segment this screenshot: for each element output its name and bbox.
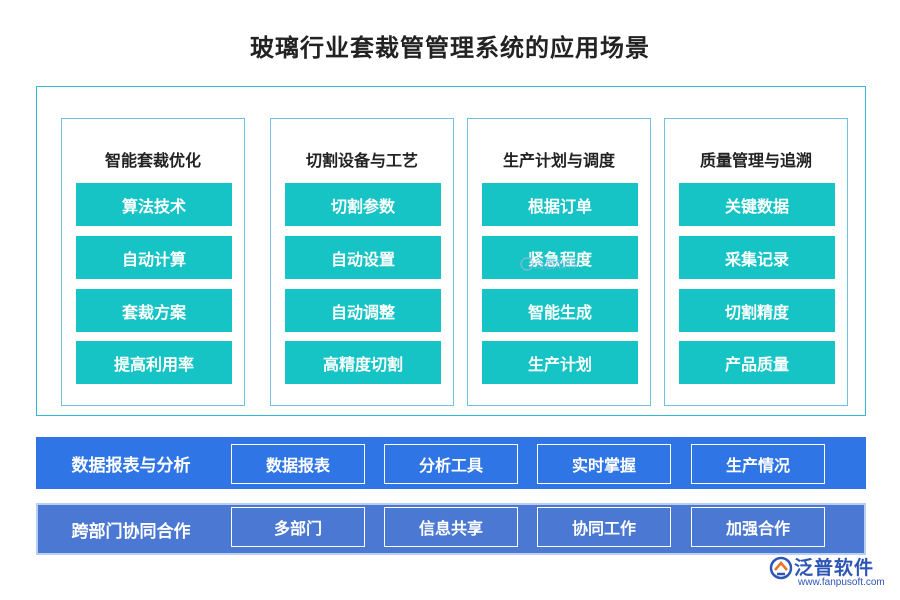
column-item: 根据订单 <box>482 183 638 226</box>
column-item: 切割精度 <box>679 289 835 332</box>
band-label: 数据报表与分析 <box>71 455 191 476</box>
band-item: 协同工作 <box>537 507 671 547</box>
column-title: 生产计划与调度 <box>502 151 615 170</box>
column-item: 自动调整 <box>285 289 441 332</box>
band-item: 分析工具 <box>384 444 518 484</box>
band-item: 信息共享 <box>384 507 518 547</box>
column-item: 智能生成 <box>482 289 638 332</box>
column-title: 切割设备与工艺 <box>305 151 418 170</box>
column-item: 紧急程度 <box>482 236 638 279</box>
band-data-reports: 数据报表与分析 数据报表 分析工具 实时掌握 生产情况 <box>36 437 866 489</box>
column-quality-tracing: 质量管理与追溯 关键数据 采集记录 切割精度 产品质量 <box>664 118 848 406</box>
column-item: 关键数据 <box>679 183 835 226</box>
band-item: 加强合作 <box>691 507 825 547</box>
column-title: 智能套裁优化 <box>104 151 201 170</box>
column-cutting-equipment: 切割设备与工艺 切割参数 自动设置 自动调整 高精度切割 <box>270 118 454 406</box>
band-item: 数据报表 <box>231 444 365 484</box>
band-collaboration: 跨部门协同合作 多部门 信息共享 协同工作 加强合作 <box>36 503 866 555</box>
page-title: 玻璃行业套裁管管理系统的应用场景 <box>250 34 650 62</box>
band-label: 跨部门协同合作 <box>71 521 191 542</box>
band-item: 多部门 <box>231 507 365 547</box>
column-item: 生产计划 <box>482 341 638 384</box>
column-item: 算法技术 <box>76 183 232 226</box>
watermark-logo-icon <box>520 257 534 271</box>
column-item: 自动设置 <box>285 236 441 279</box>
brand-logo-url: www.fanpusoft.com <box>798 577 885 588</box>
column-item: 自动计算 <box>76 236 232 279</box>
scenario-frame <box>36 86 866 416</box>
brand-logo-icon <box>769 556 793 580</box>
column-item: 产品质量 <box>679 341 835 384</box>
column-item: 采集记录 <box>679 236 835 279</box>
brand-logo: 泛普软件 www.fanpusoft.com <box>768 553 894 593</box>
brand-logo-text: 泛普软件 <box>794 557 875 579</box>
band-item: 生产情况 <box>691 444 825 484</box>
column-item: 提高利用率 <box>76 341 232 384</box>
band-item: 实时掌握 <box>537 444 671 484</box>
column-item: 套裁方案 <box>76 289 232 332</box>
column-production-planning: 生产计划与调度 根据订单 紧急程度 智能生成 生产计划 <box>467 118 651 406</box>
column-item: 切割参数 <box>285 183 441 226</box>
watermark: 泛普软件 <box>520 256 578 272</box>
watermark-text: 泛普软件 <box>534 258 578 271</box>
column-item: 高精度切割 <box>285 341 441 384</box>
column-title: 质量管理与追溯 <box>699 151 812 170</box>
column-smart-cutting: 智能套裁优化 算法技术 自动计算 套裁方案 提高利用率 <box>61 118 245 406</box>
